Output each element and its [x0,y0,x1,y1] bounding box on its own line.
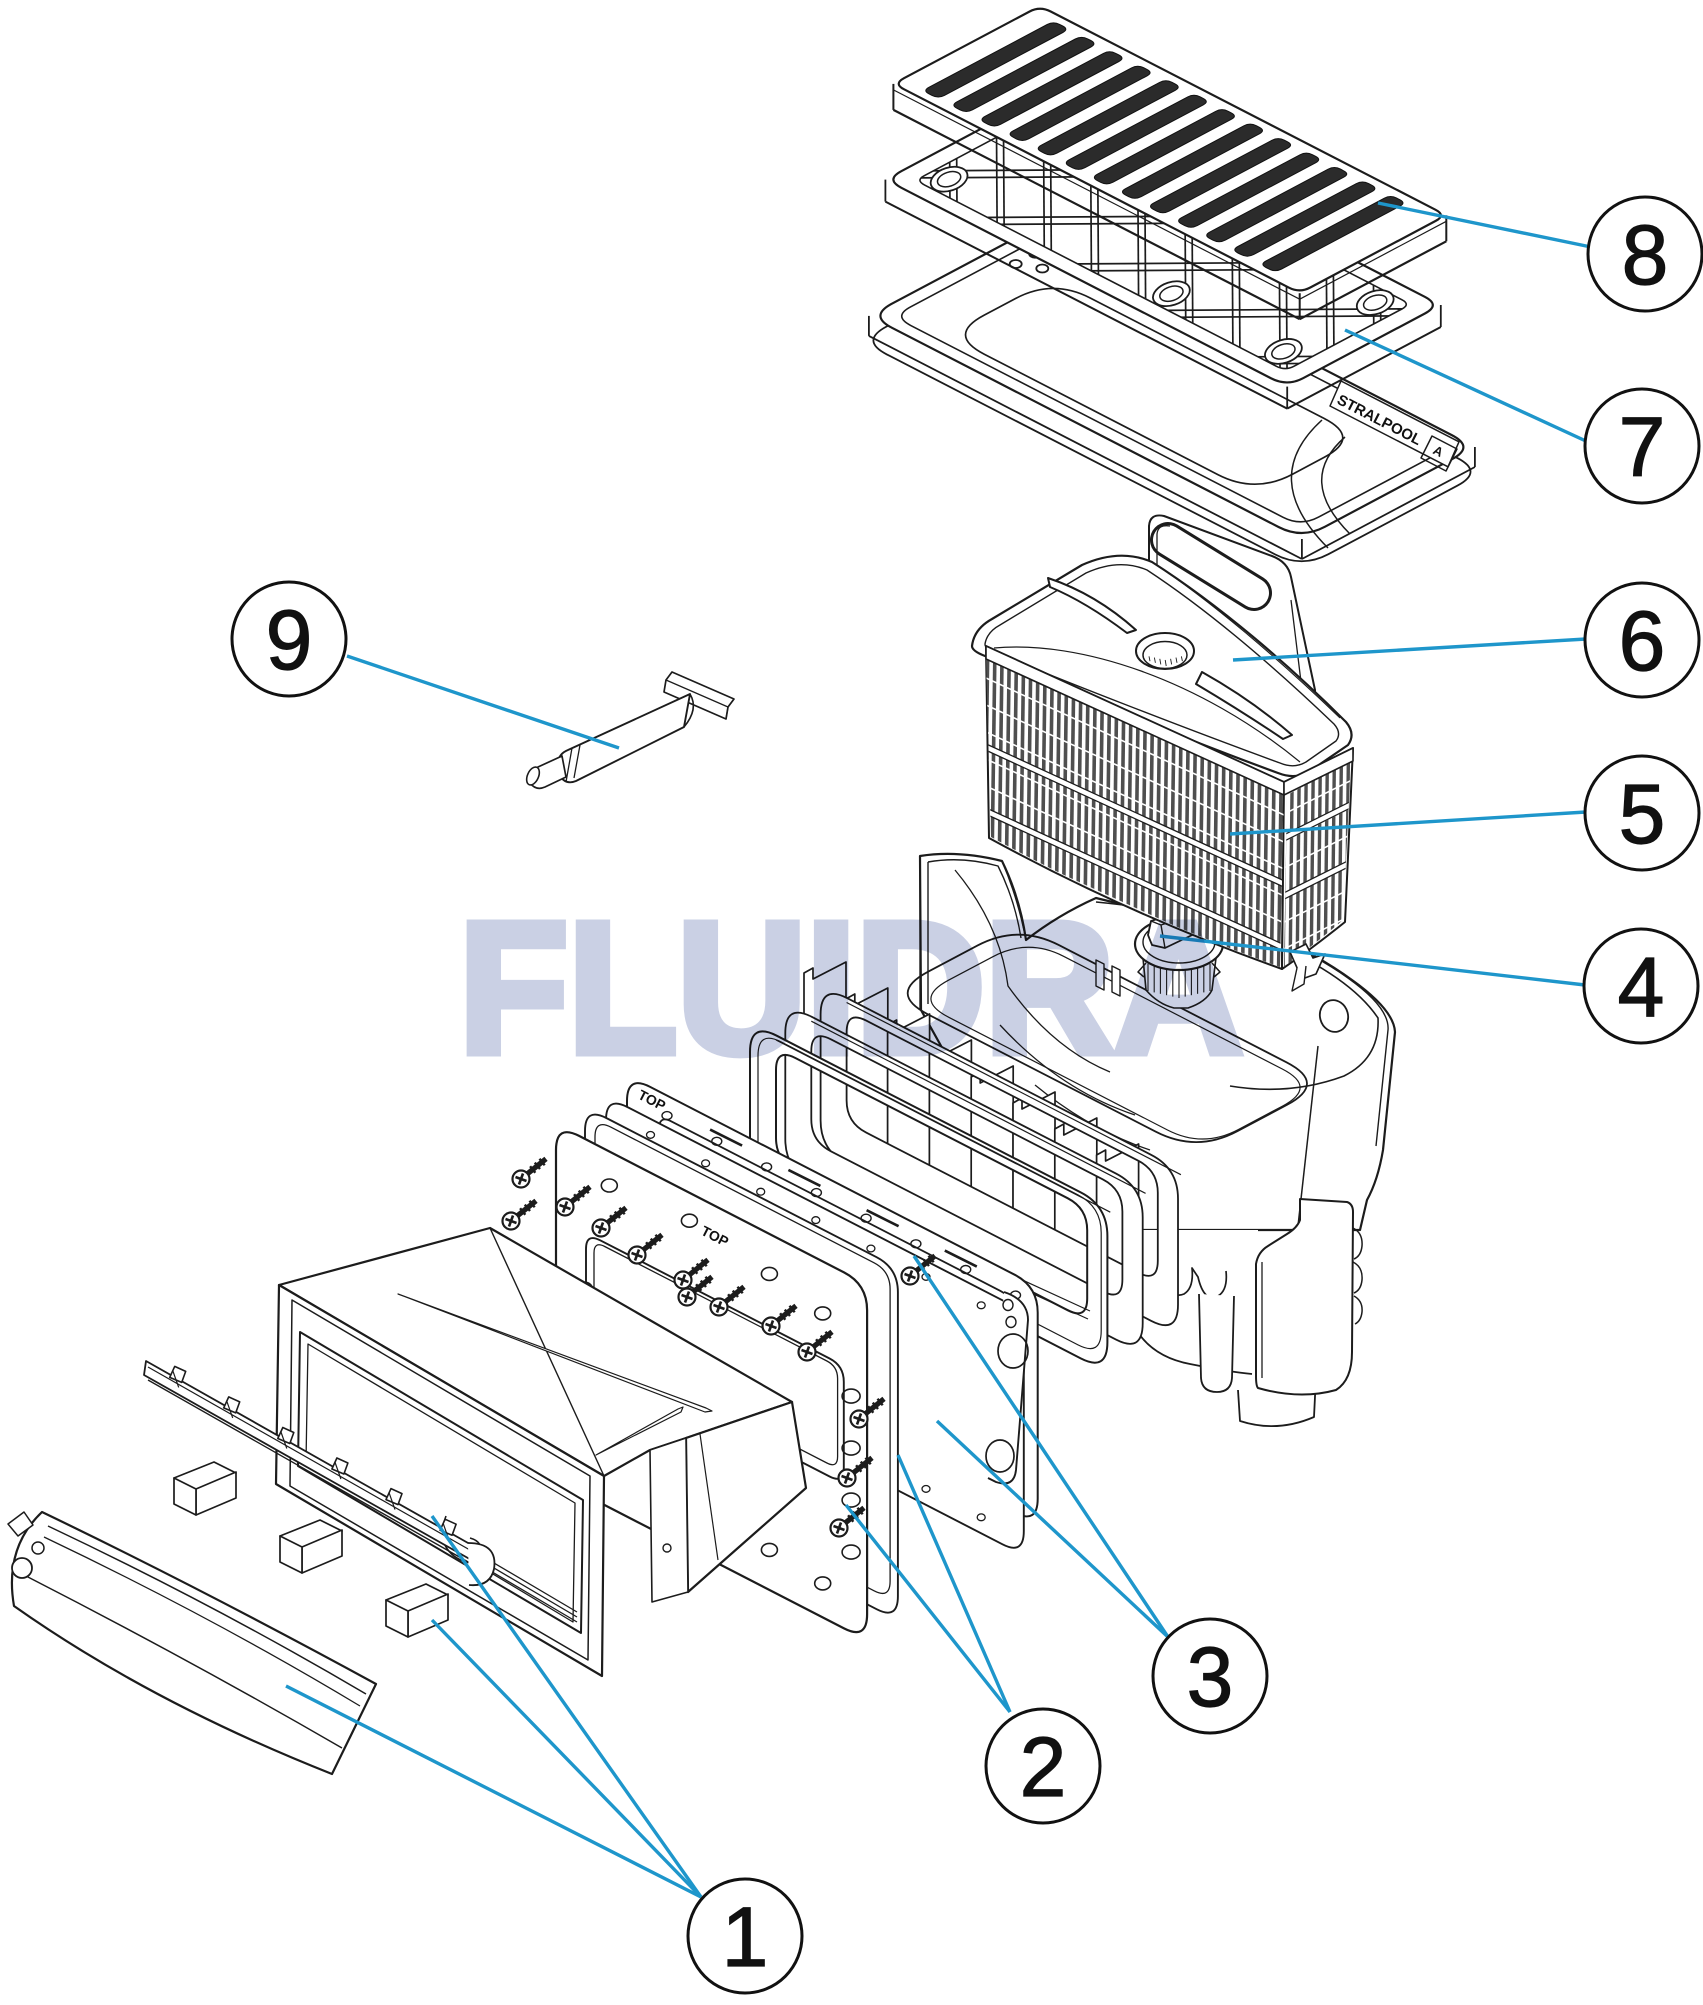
svg-text:2: 2 [1020,1720,1067,1814]
svg-text:7: 7 [1619,400,1666,494]
svg-text:9: 9 [266,593,313,687]
svg-text:1: 1 [722,1890,769,1984]
svg-text:8: 8 [1622,208,1669,302]
svg-text:6: 6 [1619,594,1666,688]
svg-text:3: 3 [1187,1630,1234,1724]
svg-text:4: 4 [1618,940,1665,1034]
svg-text:FLUIDRA: FLUIDRA [459,885,1243,1092]
svg-text:5: 5 [1619,767,1666,861]
